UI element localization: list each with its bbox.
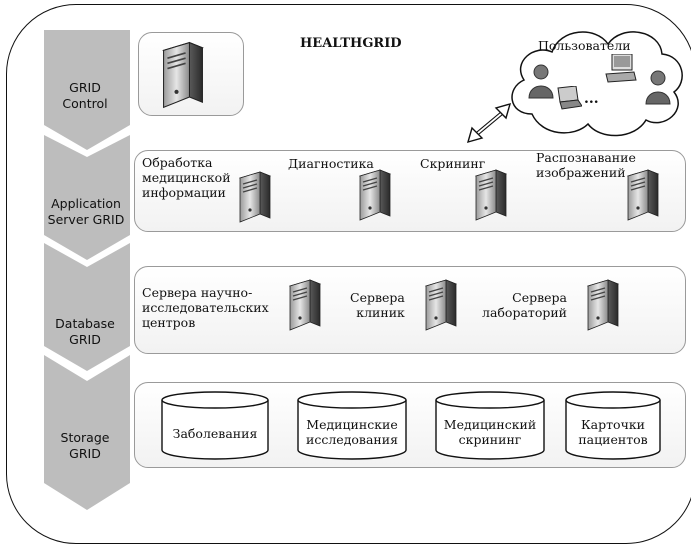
grid-control-server-icon [160, 40, 206, 110]
storage-research-cylinder [297, 391, 407, 460]
diagram-title: HEALTHGRID [300, 36, 402, 51]
db-server-label-labs: Сервера лабораторий [482, 290, 568, 320]
layer-label-database: Database GRID [55, 316, 115, 347]
diagnostics-server-icon [358, 168, 392, 222]
research-server-icon [288, 278, 322, 332]
layer-label-grid-control: GRID Control [62, 80, 108, 111]
layer-arrow-application [44, 135, 130, 260]
app-server-label-recognition: Распознавание изображений [536, 150, 636, 180]
users-cloud [511, 31, 683, 137]
clinics-server-icon [424, 278, 458, 332]
layer-arrow-database [44, 243, 130, 371]
users-label: Пользователи [538, 38, 631, 53]
storage-diseases-cylinder [161, 391, 269, 460]
user-person-icon [528, 64, 554, 99]
db-server-label-clinics: Сервера клиник [350, 290, 405, 320]
user-person-icon-2 [645, 70, 671, 105]
storage-label-screening: Медицинский скрининг [443, 417, 537, 447]
recognition-server-icon [626, 168, 660, 222]
storage-label-patient-cards: Карточки пациентов [578, 417, 648, 447]
double-arrow-icon [466, 102, 512, 144]
app-server-label-processing: Обработка медицинской информации [142, 155, 231, 200]
laptop-icon [557, 86, 582, 110]
layer-label-storage: Storage GRID [60, 430, 110, 461]
storage-patient-cards-cylinder [565, 391, 661, 460]
application-band [134, 150, 686, 232]
app-server-label-diagnostics: Диагностика [288, 156, 374, 171]
labs-server-icon [586, 278, 620, 332]
screening-server-icon [474, 168, 508, 222]
layer-label-application: Application Server GRID [47, 196, 125, 227]
more-users-ellipsis: ... [584, 91, 599, 107]
processing-server-icon [238, 170, 272, 224]
desktop-computer-icon [605, 54, 637, 83]
db-server-label-research: Сервера научно- исследовательских центро… [142, 285, 269, 330]
storage-screening-cylinder [435, 391, 545, 460]
storage-label-diseases: Заболевания [172, 426, 258, 441]
storage-label-research: Медицинские исследования [306, 417, 398, 447]
layer-arrow-storage [44, 355, 130, 510]
app-server-label-screening: Скрининг [420, 156, 486, 171]
layer-arrow-grid-control [44, 30, 130, 150]
